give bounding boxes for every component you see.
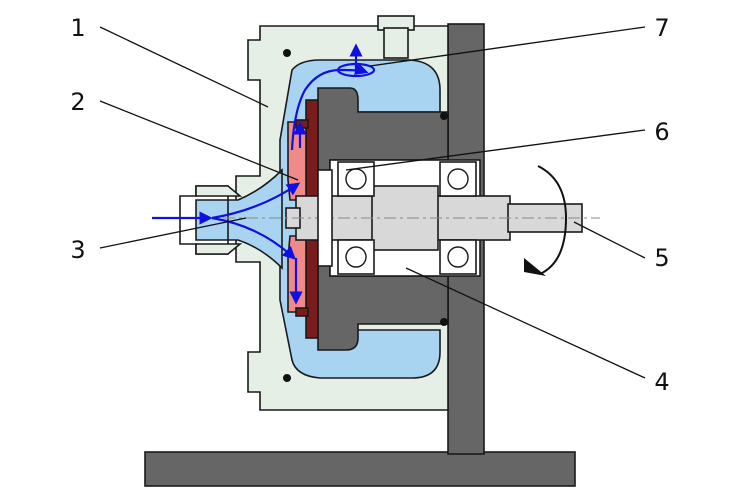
inlet-nozzle-lower — [195, 243, 243, 255]
o-ring-lower-right — [440, 318, 448, 326]
label-2: 2 — [70, 88, 85, 116]
label-3: 3 — [70, 236, 85, 264]
label-5: 5 — [654, 244, 669, 272]
o-ring-lower-left — [283, 374, 291, 382]
leader-2 — [99, 100, 299, 181]
label-1: 1 — [70, 14, 85, 42]
leader-4 — [405, 267, 646, 379]
bearing-rear-lower — [439, 239, 477, 275]
o-ring-upper-right — [440, 112, 448, 120]
shaft-seal — [317, 169, 333, 267]
o-ring-upper-left — [283, 49, 291, 57]
base-plate — [144, 451, 576, 487]
impeller-hub-lower — [295, 307, 309, 317]
leader-5 — [573, 221, 646, 259]
label-6: 6 — [654, 118, 669, 146]
bearing-front-lower — [337, 239, 375, 275]
inlet-nozzle-upper — [195, 185, 243, 197]
impeller-hub-upper — [295, 119, 309, 129]
leader-7 — [369, 26, 646, 67]
label-7: 7 — [654, 14, 669, 42]
outlet-plug-body — [383, 27, 409, 59]
shaft-collar — [371, 185, 439, 251]
flow-arrow-icon — [152, 43, 376, 305]
bearing-rear-upper — [439, 161, 477, 197]
leader-6 — [345, 129, 646, 171]
leader-1 — [99, 26, 269, 108]
label-4: 4 — [654, 368, 669, 396]
rotation-arrow-icon — [524, 165, 568, 276]
leader-3 — [99, 217, 247, 249]
